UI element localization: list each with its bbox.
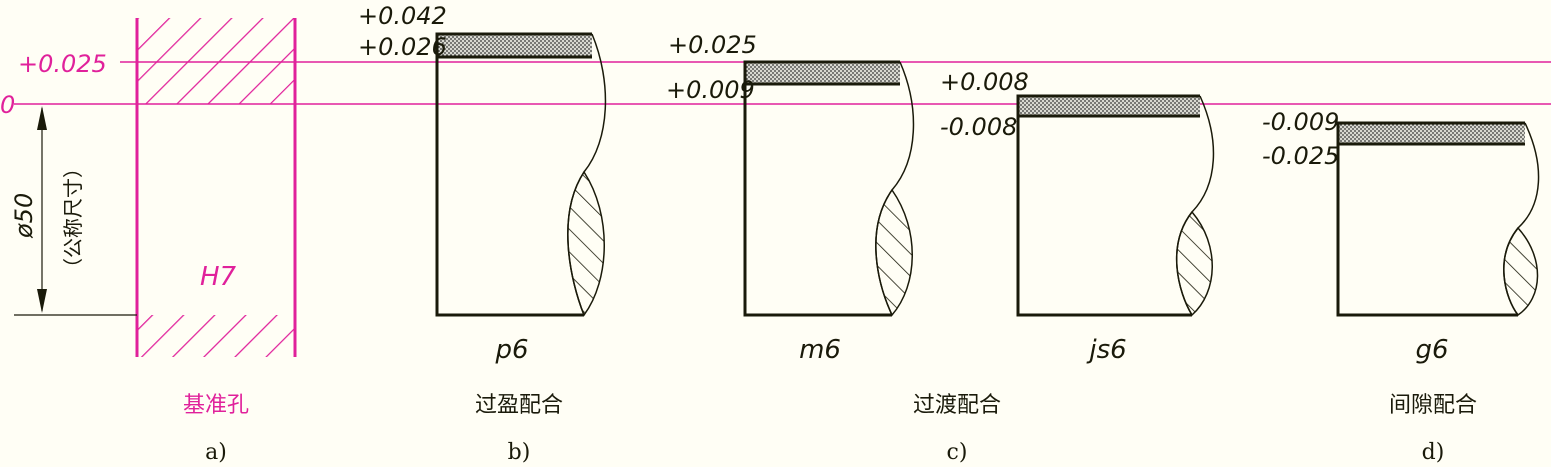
g6-tolerance-class: g6 [1415,335,1448,365]
tolerance-band-g6 [1338,123,1525,144]
p6-lower-deviation: +0.026 [358,33,447,61]
g6-upper-deviation: -0.009 [1262,108,1339,136]
nominal-dimension [14,106,137,316]
zero-line-label: 0 [0,91,15,119]
tolerance-band-p6 [437,34,592,57]
hole-upper-deviation: +0.025 [18,50,107,78]
nominal-size-label: ø50 [10,193,38,239]
p6-tolerance-class: p6 [494,335,528,365]
hole-caption: 基准孔 [183,393,249,418]
clearance-fit-caption: 间隙配合 [1389,393,1477,418]
section-hatch-js6 [1175,210,1213,317]
js6-lower-deviation: -0.008 [940,113,1017,141]
tolerance-band-m6 [745,62,900,84]
transition-fit-caption: 过渡配合 [913,393,1001,418]
sublabel-c: c) [947,440,968,465]
m6-upper-deviation: +0.025 [668,31,757,59]
section-hatch-m6 [875,188,913,317]
shaft-m6 [743,60,915,317]
interference-fit-caption: 过盈配合 [475,393,563,418]
js6-upper-deviation: +0.008 [940,68,1029,96]
nominal-size-note: （公称尺寸） [61,158,85,278]
js6-tolerance-class: js6 [1086,335,1126,365]
section-hatch-p6 [567,170,605,317]
m6-tolerance-class: m6 [799,335,841,365]
sublabel-d: d) [1422,440,1445,465]
sublabel-a: a) [205,440,227,465]
hole-tolerance-class: H7 [200,262,237,292]
sublabel-b: b) [508,440,531,465]
hole-hatch-bottom [137,315,295,357]
g6-lower-deviation: -0.025 [1262,142,1339,170]
datum-hole [135,18,297,357]
shaft-p6 [435,32,607,317]
hole-hatch-top [137,18,295,104]
m6-lower-deviation: +0.009 [666,76,755,104]
shaft-g6 [1336,121,1540,317]
shaft-js6 [1016,94,1215,317]
section-hatch-g6 [1503,226,1539,317]
tolerance-band-js6 [1018,96,1200,116]
p6-upper-deviation: +0.042 [358,2,447,30]
